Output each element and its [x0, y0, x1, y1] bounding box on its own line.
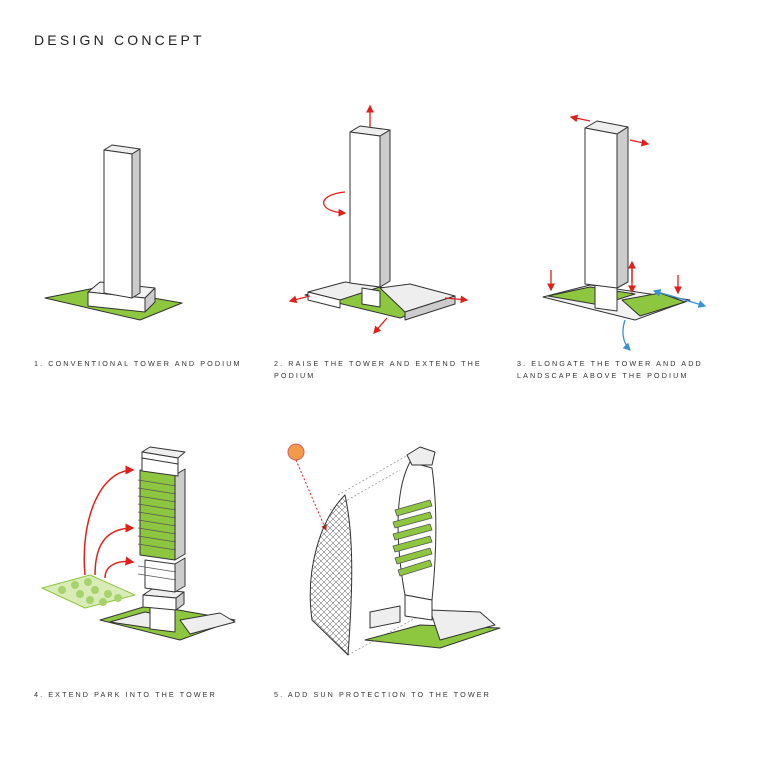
step-1-caption: 1. CONVENTIONAL TOWER AND PODIUM: [34, 359, 242, 368]
step-1-illustration: [44, 144, 183, 321]
step-5-illustration: [287, 443, 501, 656]
page-title: DESIGN CONCEPT: [34, 32, 205, 48]
step-2-caption: 2. RAISE THE TOWER AND EXTEND THE PODIUM: [274, 359, 482, 380]
step-3-caption: 3. ELONGATE THE TOWER AND ADD LANDSCAPE …: [517, 359, 703, 380]
step-2-illustration: [288, 104, 469, 334]
sun-icon: [287, 443, 305, 461]
step-4-caption: 4. EXTEND PARK INTO THE TOWER: [34, 690, 217, 699]
step-4-illustration: [41, 446, 236, 641]
step-5-caption: 5. ADD SUN PROTECTION TO THE TOWER: [274, 690, 491, 699]
step-3-illustration: [542, 114, 707, 351]
